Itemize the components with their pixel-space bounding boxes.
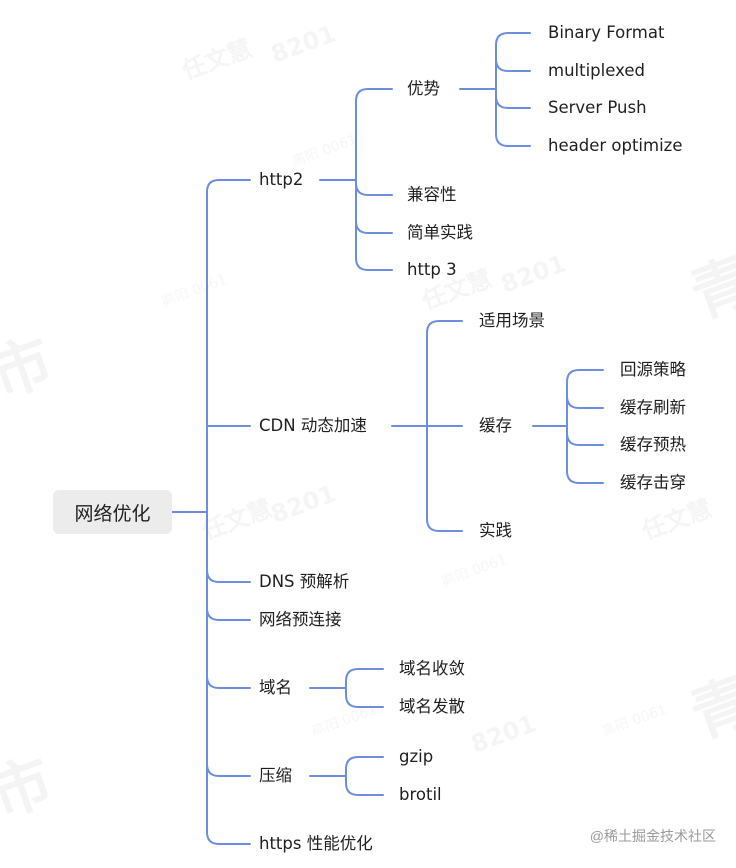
connector-adv-spine xyxy=(495,32,509,147)
connector-root-compress xyxy=(206,763,251,777)
node-cache-penetration[interactable]: 缓存击穿 xyxy=(620,473,686,492)
connector-cache-spine xyxy=(566,369,580,484)
node-cache-origin[interactable]: 回源策略 xyxy=(620,360,686,379)
node-cache-prewarm[interactable]: 缓存预热 xyxy=(620,435,686,454)
connector-root-dns xyxy=(206,569,251,583)
connector-cache-item-2 xyxy=(566,432,604,446)
connector-adv-item-2 xyxy=(495,95,531,109)
node-http3[interactable]: http 3 xyxy=(407,260,457,279)
node-preconnect[interactable]: 网络预连接 xyxy=(259,610,342,629)
node-domain-diverge[interactable]: 域名发散 xyxy=(399,697,465,716)
node-binary-format[interactable]: Binary Format xyxy=(548,23,665,42)
connector-cache-item-1 xyxy=(566,395,604,409)
connector-http2-compat xyxy=(355,182,393,196)
connector-domain-spine xyxy=(345,668,359,708)
connector-root-domain xyxy=(206,675,251,689)
node-http2-practice[interactable]: 简单实践 xyxy=(407,223,473,242)
node-server-push[interactable]: Server Push xyxy=(548,98,647,117)
connector-root-spine xyxy=(206,179,220,845)
connector-http2-spine xyxy=(355,88,369,271)
node-compress[interactable]: 压缩 xyxy=(259,766,292,785)
node-cdn-practice[interactable]: 实践 xyxy=(479,521,512,540)
node-https[interactable]: https 性能优化 xyxy=(259,834,373,853)
node-advantages[interactable]: 优势 xyxy=(407,79,440,98)
node-cache-refresh[interactable]: 缓存刷新 xyxy=(620,398,686,417)
footer-credit: @稀土掘金技术社区 xyxy=(589,828,716,844)
connector-adv-item-1 xyxy=(495,58,531,72)
node-domain-converge[interactable]: 域名收敛 xyxy=(399,659,465,678)
connector-compress-spine xyxy=(345,756,359,796)
node-compatibility[interactable]: 兼容性 xyxy=(407,185,457,204)
node-cdn[interactable]: CDN 动态加速 xyxy=(259,416,367,435)
node-gzip[interactable]: gzip xyxy=(399,747,434,766)
node-domain[interactable]: 域名 xyxy=(259,678,292,697)
node-brotil[interactable]: brotil xyxy=(399,785,442,804)
connector-root-preconnect xyxy=(206,607,251,621)
node-header-optimize[interactable]: header optimize xyxy=(548,136,683,155)
node-multiplexed[interactable]: multiplexed xyxy=(548,61,645,80)
node-dns[interactable]: DNS 预解析 xyxy=(259,572,350,591)
node-cache[interactable]: 缓存 xyxy=(479,416,512,435)
node-http2[interactable]: http2 xyxy=(259,170,304,189)
root-label: 网络优化 xyxy=(74,502,151,525)
connector-http2-practice xyxy=(355,220,393,234)
root-node[interactable]: 网络优化 xyxy=(53,490,172,534)
node-scenarios[interactable]: 适用场景 xyxy=(479,311,545,330)
